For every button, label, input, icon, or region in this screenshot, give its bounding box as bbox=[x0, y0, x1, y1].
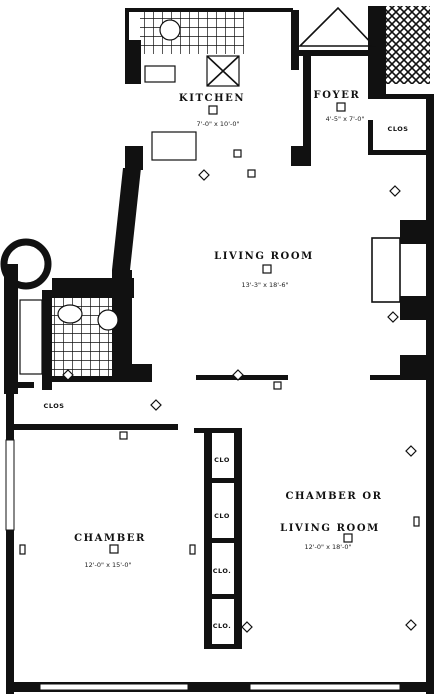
wall-kitchen-top-line bbox=[125, 8, 293, 12]
chamber-or-living-name-2: LIVING ROOM bbox=[280, 523, 380, 534]
wall-right-exterior bbox=[426, 94, 434, 694]
electrical-symbols bbox=[19, 149, 420, 633]
closet-2-label: CLO bbox=[214, 512, 230, 520]
stair-lattice bbox=[386, 6, 430, 84]
kitchen-counter bbox=[144, 65, 176, 83]
wall-divider-pier bbox=[400, 355, 426, 377]
kitchen-tile-floor bbox=[140, 12, 244, 54]
outlet-icon bbox=[198, 169, 210, 181]
wall-closet-div-3 bbox=[212, 594, 234, 599]
wall-foyer-closet-bottom bbox=[368, 150, 430, 155]
switch-icon bbox=[413, 516, 420, 527]
outlet-icon bbox=[241, 621, 253, 633]
outlet-icon bbox=[62, 369, 74, 381]
light-fixture-icon bbox=[262, 264, 272, 274]
switch-icon bbox=[273, 381, 282, 390]
wall-bath-right bbox=[112, 270, 132, 380]
wall-bath-left bbox=[42, 290, 52, 390]
kitchen-dims: 7'-0" x 10'-0" bbox=[197, 120, 240, 128]
wall-living-slant bbox=[112, 168, 141, 270]
outlet-icon bbox=[232, 369, 244, 381]
wall-bath-pier bbox=[130, 364, 152, 382]
outlet-icon bbox=[405, 445, 417, 457]
closet-4-label: CLO. bbox=[213, 622, 232, 630]
bath-sink bbox=[57, 304, 83, 324]
light-fixture-icon bbox=[208, 105, 218, 115]
outlet-icon bbox=[389, 185, 401, 197]
wall-living-divider-right bbox=[370, 375, 428, 380]
switch-icon bbox=[233, 149, 242, 158]
wall-bath-bottom bbox=[42, 376, 130, 382]
wall-foyer-closet-top bbox=[368, 94, 430, 99]
foyer-door-swing bbox=[298, 6, 376, 47]
wall-closet-bottom bbox=[204, 644, 242, 649]
wall-kitchen-bottom-left bbox=[125, 146, 143, 170]
chamber-name: CHAMBER bbox=[74, 533, 146, 544]
wall-hall-top bbox=[14, 382, 34, 388]
fireplace-pier-bottom bbox=[400, 296, 426, 320]
outlet-icon bbox=[150, 399, 162, 411]
light-fixture-icon bbox=[343, 533, 353, 543]
chamber-or-living-name-1: CHAMBER OR bbox=[285, 491, 382, 502]
wall-closet-stack-left bbox=[204, 428, 212, 648]
window-chamber-left bbox=[5, 439, 15, 531]
bathtub bbox=[19, 299, 43, 375]
wall-closet-stack-right bbox=[234, 428, 242, 648]
kitchen-sink bbox=[151, 131, 197, 161]
wall-closet-top bbox=[194, 428, 242, 433]
wall-closet-div-1 bbox=[212, 478, 234, 483]
light-fixture-icon bbox=[336, 102, 346, 112]
living-room-name: LIVING ROOM bbox=[214, 251, 314, 262]
light-fixture-icon bbox=[109, 544, 119, 554]
wall-kitchen-left-block bbox=[125, 40, 141, 84]
wall-foyer-closet-left bbox=[368, 120, 373, 154]
outlet-icon bbox=[405, 619, 417, 631]
switch-icon bbox=[119, 431, 128, 440]
range-cross bbox=[206, 55, 240, 87]
chamber-or-living-dims: 12'-0" x 18'-0" bbox=[304, 543, 351, 551]
wall-bottom-exterior bbox=[6, 682, 434, 692]
wall-bay-left bbox=[4, 264, 18, 394]
outlet-icon bbox=[387, 311, 399, 323]
wall-living-divider-left bbox=[196, 375, 288, 380]
closet-foyer-label: CLOS bbox=[388, 125, 409, 133]
foyer-dims: 4'-5" x 7'-0" bbox=[326, 115, 365, 123]
wall-foyer-right bbox=[368, 6, 386, 94]
wall-foyer-top bbox=[298, 50, 370, 56]
wall-kitchen-right bbox=[291, 10, 299, 70]
switch-icon bbox=[247, 169, 256, 178]
fireplace-hearth bbox=[371, 237, 401, 303]
window-bottom-2 bbox=[249, 683, 401, 691]
kitchen-round-fixture bbox=[159, 19, 181, 41]
wall-closet-div-2 bbox=[212, 538, 234, 543]
fireplace-pier-top bbox=[400, 220, 426, 244]
kitchen-name: KITCHEN bbox=[179, 93, 245, 104]
ceiling-fixtures bbox=[109, 102, 353, 554]
closet-1-label: CLO bbox=[214, 456, 230, 464]
wall-chamber-left bbox=[6, 394, 14, 694]
closet-3-label: CLO. bbox=[213, 567, 232, 575]
switch-icon bbox=[19, 544, 26, 555]
bath-toilet bbox=[97, 309, 119, 331]
closet-hall-label: CLOS bbox=[44, 402, 65, 410]
living-room-dims: 13'-3" x 18'-6" bbox=[241, 281, 288, 289]
switch-icon bbox=[189, 544, 196, 555]
wall-hall-bottom bbox=[14, 424, 178, 430]
foyer-name: FOYER bbox=[314, 90, 361, 101]
wall-foyer-left bbox=[303, 56, 311, 166]
window-bottom-1 bbox=[39, 683, 189, 691]
chamber-dims: 12'-0" x 15'-0" bbox=[84, 561, 131, 569]
